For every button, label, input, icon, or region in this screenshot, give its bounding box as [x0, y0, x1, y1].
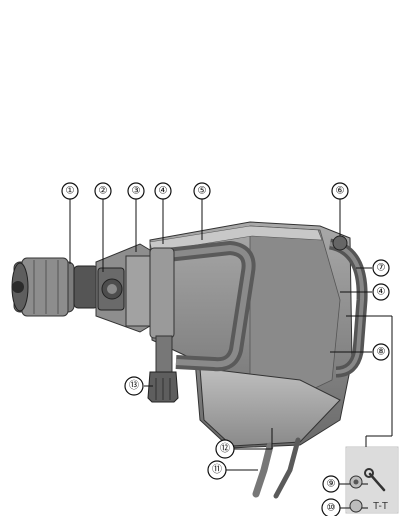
- callout-13: ⑬: [124, 376, 144, 396]
- callout-4-top: ④: [154, 182, 172, 200]
- callout-6: ⑥: [331, 182, 349, 200]
- svg-text:⑨: ⑨: [327, 479, 336, 490]
- svg-text:⑤: ⑤: [198, 186, 207, 197]
- callout-11: ⑪: [207, 460, 227, 480]
- tool-holder: [11, 257, 99, 317]
- power-cord: [252, 437, 301, 499]
- wrench-icon: [364, 468, 386, 492]
- svg-text:⑫: ⑫: [220, 443, 230, 455]
- svg-text:①: ①: [66, 186, 75, 197]
- svg-text:②: ②: [99, 186, 108, 197]
- svg-text:⑬: ⑬: [129, 380, 139, 392]
- temperature-indicator-led: [349, 499, 363, 513]
- svg-text:⑥: ⑥: [336, 186, 345, 197]
- svg-text:④: ④: [159, 186, 168, 197]
- callout-4-side: ④: [372, 283, 390, 301]
- callout-3: ③: [127, 182, 145, 200]
- main-body: [149, 221, 353, 449]
- svg-text:③: ③: [132, 186, 141, 197]
- temperature-indicator-text: T-T: [373, 501, 388, 512]
- svg-text:④: ④: [377, 287, 386, 298]
- d-handle: [157, 241, 256, 372]
- svg-text:⑦: ⑦: [377, 263, 386, 274]
- svg-text:⑩: ⑩: [327, 503, 336, 514]
- indicator-panel: T-T: [345, 446, 399, 514]
- front-housing: [95, 243, 151, 333]
- callout-1: ①: [61, 182, 79, 200]
- callout-8: ⑧: [372, 343, 390, 361]
- side-handle: [147, 247, 179, 403]
- callout-2: ②: [94, 182, 112, 200]
- callout-9: ⑨: [322, 475, 340, 493]
- callout-7: ⑦: [372, 259, 390, 277]
- rear-handle: [328, 235, 368, 378]
- svg-text:⑧: ⑧: [377, 347, 386, 358]
- leader-lines: [69, 199, 393, 509]
- callout-12: ⑫: [215, 439, 235, 459]
- callout-10: ⑩: [321, 498, 341, 516]
- svg-text:⑪: ⑪: [212, 464, 222, 476]
- callout-5: ⑤: [193, 182, 211, 200]
